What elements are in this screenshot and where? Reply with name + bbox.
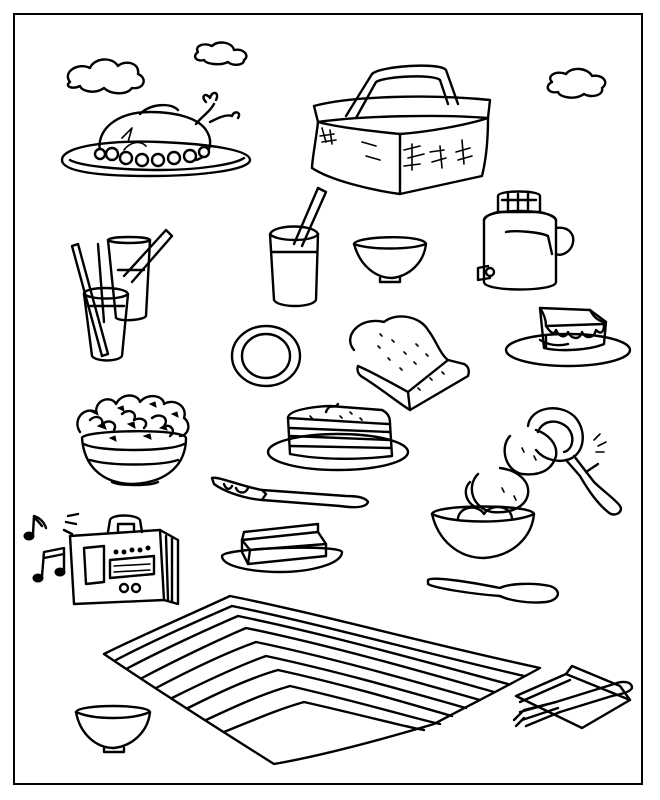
glass-with-straw-icon xyxy=(268,186,328,308)
cloud-icon xyxy=(546,67,607,99)
butter-dish-icon xyxy=(220,522,344,574)
cloud-icon xyxy=(193,41,248,66)
music-note-icon xyxy=(32,546,66,583)
spoon-icon xyxy=(426,577,559,604)
picnic-basket-icon xyxy=(310,64,492,196)
layer-cake-icon xyxy=(266,402,410,472)
cloud-icon xyxy=(66,58,145,95)
butter-knife-icon xyxy=(210,476,370,509)
drink-glasses-icon xyxy=(70,228,174,362)
bowl-icon xyxy=(74,704,152,754)
bowl-icon xyxy=(352,236,428,284)
plate-icon xyxy=(230,324,302,388)
ice-cream-bowl-icon xyxy=(430,505,536,560)
roast-chicken-icon xyxy=(60,91,252,178)
bread-slice-icon xyxy=(348,315,470,412)
music-note-icon xyxy=(23,514,48,541)
popcorn-bowl-icon xyxy=(76,394,190,487)
picnic-blanket-icon xyxy=(102,594,542,766)
cake-slice-icon xyxy=(504,306,632,368)
napkin-fork-icon xyxy=(512,664,634,730)
ice-cream-scoop-icon xyxy=(464,407,623,516)
water-jug-icon xyxy=(476,190,575,291)
radio-icon xyxy=(62,512,180,606)
